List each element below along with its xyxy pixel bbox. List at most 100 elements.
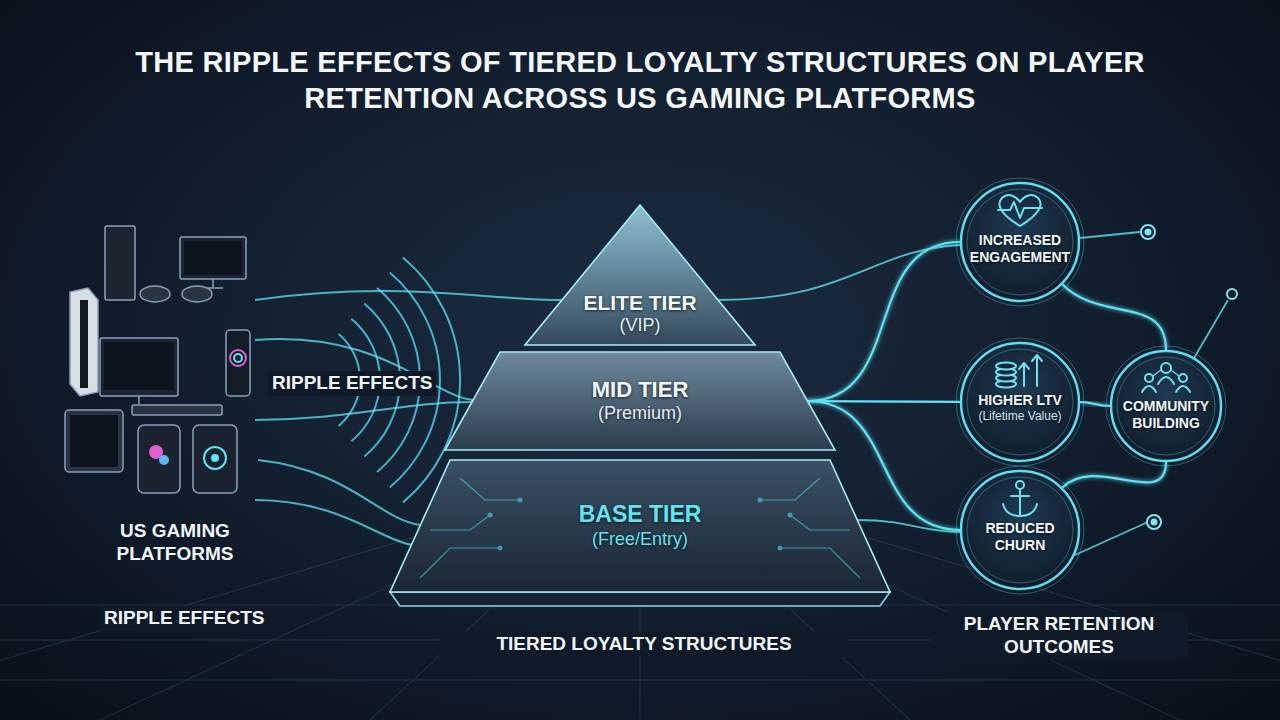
node-heading: BASE TIER — [490, 501, 790, 529]
outcome-circle: INCREASED ENGAGEMENT — [960, 182, 1080, 302]
grid-floor-part — [0, 680, 1280, 681]
node-heading: ELITE TIER — [550, 290, 730, 315]
devices-part — [70, 288, 98, 396]
devices-part — [234, 354, 242, 362]
anchor-icon — [1003, 481, 1037, 516]
shape-part — [1176, 386, 1190, 392]
network-decor-part — [1190, 300, 1228, 365]
shape-part — [1161, 363, 1171, 373]
connector-line — [1062, 284, 1166, 350]
shape-part — [488, 513, 493, 518]
mid-tier: MID TIER(Premium) — [445, 352, 835, 450]
network-dots-part — [1152, 520, 1157, 525]
circle-outline — [961, 343, 1079, 461]
network-decor-part — [1080, 232, 1140, 238]
network-decor-part — [857, 520, 960, 532]
outcome-circle: COMMUNITY BUILDING — [1110, 350, 1222, 462]
node-subtext: (VIP) — [550, 315, 730, 337]
outcome-circle: REDUCED CHURN — [960, 470, 1080, 590]
text-label: RIPPLE EFFECTS — [100, 606, 268, 631]
pyramid-slab-part — [390, 592, 890, 606]
devices-part — [138, 425, 180, 493]
shape-part — [1142, 386, 1156, 392]
text-label: RIPPLE EFFECTS — [268, 371, 436, 396]
devices-part — [204, 447, 226, 469]
grid-floor — [0, 470, 1280, 720]
devices-part — [104, 342, 174, 390]
shape-part — [420, 478, 520, 578]
shape-part — [1003, 504, 1037, 516]
shape-part — [1158, 377, 1174, 384]
text-label: TIERED LOYALTY STRUCTURES — [440, 632, 848, 657]
node-subtext: (Premium) — [510, 403, 770, 425]
shape-part — [518, 498, 523, 503]
devices-part — [132, 405, 222, 415]
text-label: PLAYER RETENTION OUTCOMES — [930, 612, 1188, 660]
network-dots-part — [1146, 230, 1151, 235]
network-dots-part — [1141, 225, 1155, 239]
base-tier: BASE TIER(Free/Entry) — [390, 460, 890, 592]
outer-ring — [956, 466, 1084, 594]
devices-part — [100, 338, 178, 396]
elite-tier-face — [525, 205, 755, 345]
devices-part — [70, 415, 118, 467]
devices-part — [226, 330, 250, 396]
devices-part — [80, 300, 88, 388]
connector-line — [1062, 462, 1166, 488]
text-label: US GAMING PLATFORMS — [95, 520, 255, 566]
devices-part — [211, 454, 219, 462]
devices-part — [182, 286, 212, 302]
mid-tier-face — [445, 352, 835, 450]
shape-part — [1145, 374, 1153, 382]
node-subtext: (Free/Entry) — [490, 529, 790, 551]
converging-lines-part — [255, 500, 412, 545]
converging-lines-part — [255, 339, 473, 400]
devices-part — [159, 455, 169, 465]
shape-part — [1011, 489, 1029, 515]
diagram-title: THE RIPPLE EFFECTS OF TIERED LOYALTY STR… — [90, 44, 1190, 116]
node-heading: COMMUNITY BUILDING — [1113, 398, 1219, 432]
devices — [65, 226, 250, 493]
outcome-circle: HIGHER LTV(Lifetime Value) — [960, 342, 1080, 462]
circle-outline — [961, 471, 1079, 589]
shape-part — [996, 363, 1016, 370]
node-heading: INCREASED ENGAGEMENT — [963, 232, 1077, 266]
devices-part — [180, 237, 246, 279]
node-heading: MID TIER — [510, 377, 770, 403]
node-subtext: (Lifetime Value) — [963, 409, 1077, 423]
heart-icon — [998, 195, 1042, 226]
devices-part — [230, 350, 246, 366]
converging-lines-part — [255, 402, 473, 420]
coins-icon — [996, 355, 1042, 388]
outer-ring — [956, 178, 1084, 306]
outer-ring — [956, 338, 1084, 466]
network-dots-part — [1227, 289, 1237, 299]
shape-part — [498, 546, 503, 551]
shape-part — [998, 202, 1042, 218]
shape-part — [778, 546, 783, 551]
devices-part — [65, 410, 123, 472]
devices-part — [138, 396, 140, 404]
circuit-lines — [420, 478, 860, 578]
shape-part — [1016, 481, 1024, 489]
devices-part — [140, 286, 170, 302]
shape-part — [758, 498, 763, 503]
pyramid-slab — [390, 592, 890, 606]
node-heading: REDUCED CHURN — [963, 520, 1077, 554]
connector-line — [1080, 402, 1110, 406]
base-tier-face — [390, 460, 890, 592]
outer-ring — [1106, 346, 1226, 466]
converging-lines-part — [255, 291, 562, 300]
shape-part — [1179, 374, 1187, 382]
network-decor-part — [1075, 522, 1148, 555]
elite-tier: ELITE TIER(VIP) — [525, 205, 755, 345]
shape-part — [1153, 370, 1179, 376]
shape-part — [1032, 355, 1042, 386]
connector-line — [807, 401, 960, 402]
circle-outline — [961, 183, 1079, 301]
shape-part — [760, 478, 860, 578]
network-dots-part — [1147, 515, 1161, 529]
shape-part — [788, 513, 793, 518]
connector-line — [807, 242, 960, 401]
